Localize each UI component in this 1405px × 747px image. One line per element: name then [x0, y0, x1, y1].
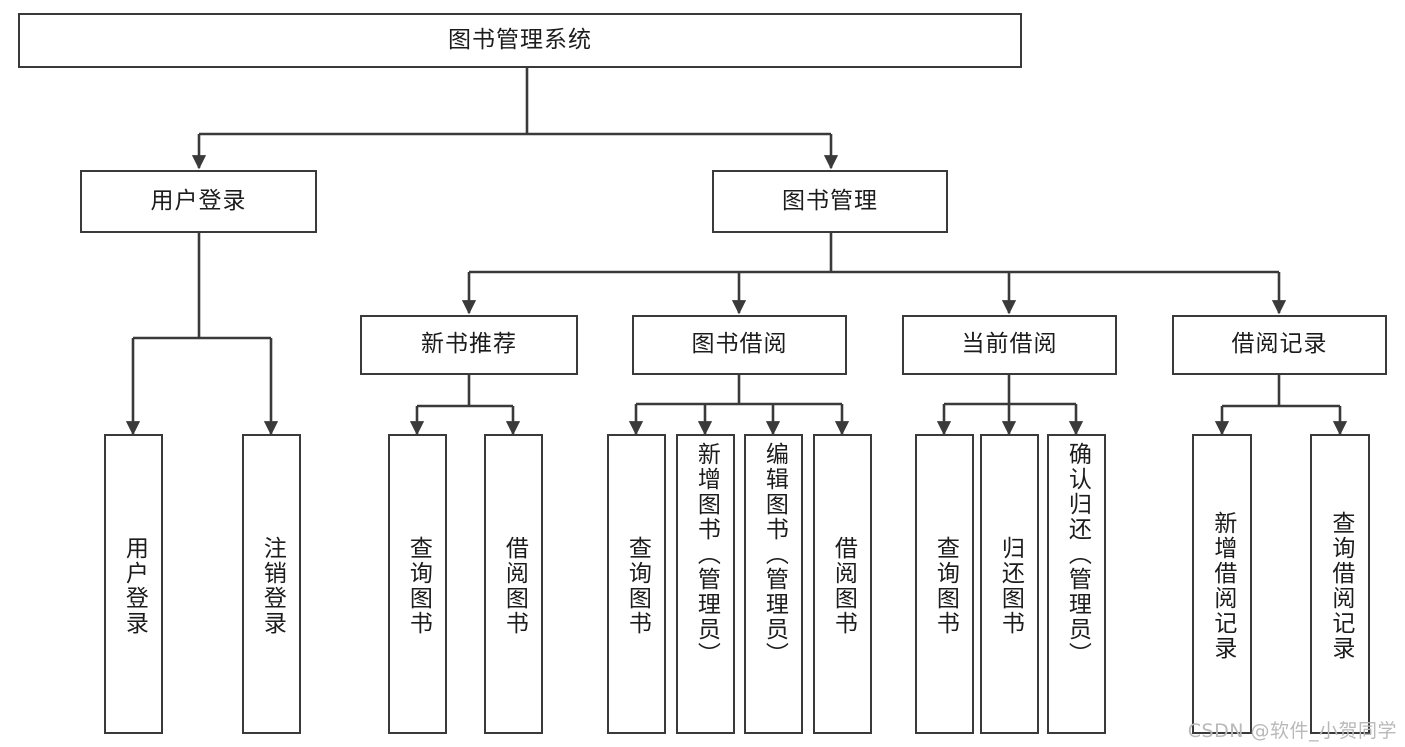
node-current-borrow[interactable]: 当前借阅 [902, 315, 1117, 375]
leaf-add-book-admin-label: 新增图书（管理员） [693, 442, 720, 667]
node-new-book-recommend-label: 新书推荐 [421, 331, 517, 358]
leaf-return-book[interactable]: 归还图书 [980, 434, 1039, 734]
leaf-confirm-return-admin[interactable]: 确认归还（管理员） [1047, 434, 1106, 734]
leaf-edit-book-admin[interactable]: 编辑图书（管理员） [744, 434, 803, 734]
leaf-edit-book-admin-inner: 编辑图书（管理员） [746, 440, 801, 734]
leaf-query-book-current-inner: 查询图书 [917, 440, 972, 732]
leaf-add-borrow-record-label: 新增借阅记录 [1209, 511, 1236, 661]
watermark-text: CSDN @软件_小贺同学 [1187, 720, 1397, 742]
node-user-login-label: 用户登录 [150, 187, 247, 214]
leaf-user-login[interactable]: 用户登录 [104, 434, 163, 734]
leaf-borrow-book-recommend[interactable]: 借阅图书 [484, 434, 543, 734]
leaf-borrow-book-borrow-label: 借阅图书 [830, 536, 857, 636]
leaf-logout-login-label: 注销登录 [259, 536, 286, 636]
leaf-query-book-borrow-inner: 查询图书 [609, 440, 664, 732]
node-book-borrow-label: 图书借阅 [691, 331, 788, 358]
leaf-logout-login-inner: 注销登录 [244, 440, 299, 732]
leaf-query-borrow-record[interactable]: 查询借阅记录 [1310, 434, 1370, 734]
leaf-logout-login[interactable]: 注销登录 [242, 434, 301, 734]
leaf-add-book-admin[interactable]: 新增图书（管理员） [676, 434, 735, 734]
node-new-book-recommend[interactable]: 新书推荐 [360, 315, 578, 375]
leaf-query-book-current[interactable]: 查询图书 [915, 434, 974, 734]
node-root-label: 图书管理系统 [448, 26, 592, 53]
node-book-management-label: 图书管理 [782, 187, 878, 214]
leaf-borrow-book-recommend-inner: 借阅图书 [486, 440, 541, 732]
node-user-login[interactable]: 用户登录 [80, 170, 317, 233]
node-root-system[interactable]: 图书管理系统 [18, 13, 1022, 68]
leaf-query-book-borrow[interactable]: 查询图书 [607, 434, 666, 734]
leaf-return-book-inner: 归还图书 [982, 440, 1037, 732]
node-borrow-record[interactable]: 借阅记录 [1172, 315, 1387, 375]
leaf-edit-book-admin-label: 编辑图书（管理员） [761, 442, 788, 667]
leaf-query-book-recommend-label: 查询图书 [405, 536, 432, 636]
leaf-query-borrow-record-inner: 查询借阅记录 [1312, 440, 1368, 732]
leaf-confirm-return-admin-label: 确认归还（管理员） [1064, 442, 1091, 667]
leaf-query-book-borrow-label: 查询图书 [624, 536, 651, 636]
leaf-add-borrow-record-inner: 新增借阅记录 [1194, 440, 1250, 732]
leaf-add-book-admin-inner: 新增图书（管理员） [678, 440, 733, 734]
leaf-user-login-label: 用户登录 [121, 536, 148, 636]
leaf-borrow-book-borrow-inner: 借阅图书 [815, 440, 870, 732]
leaf-query-borrow-record-label: 查询借阅记录 [1327, 511, 1354, 661]
leaf-return-book-label: 归还图书 [997, 536, 1024, 636]
node-book-management[interactable]: 图书管理 [712, 170, 948, 233]
leaf-borrow-book-recommend-label: 借阅图书 [501, 536, 528, 636]
leaf-query-book-recommend-inner: 查询图书 [390, 440, 445, 732]
leaf-query-book-current-label: 查询图书 [932, 536, 959, 636]
leaf-borrow-book-borrow[interactable]: 借阅图书 [813, 434, 872, 734]
leaf-confirm-return-admin-inner: 确认归还（管理员） [1049, 440, 1104, 734]
leaf-query-book-recommend[interactable]: 查询图书 [388, 434, 447, 734]
node-book-borrow[interactable]: 图书借阅 [632, 315, 847, 375]
leaf-add-borrow-record[interactable]: 新增借阅记录 [1192, 434, 1252, 734]
node-current-borrow-label: 当前借阅 [961, 331, 1058, 358]
node-borrow-record-label: 借阅记录 [1231, 331, 1328, 358]
leaf-user-login-inner: 用户登录 [106, 440, 161, 732]
